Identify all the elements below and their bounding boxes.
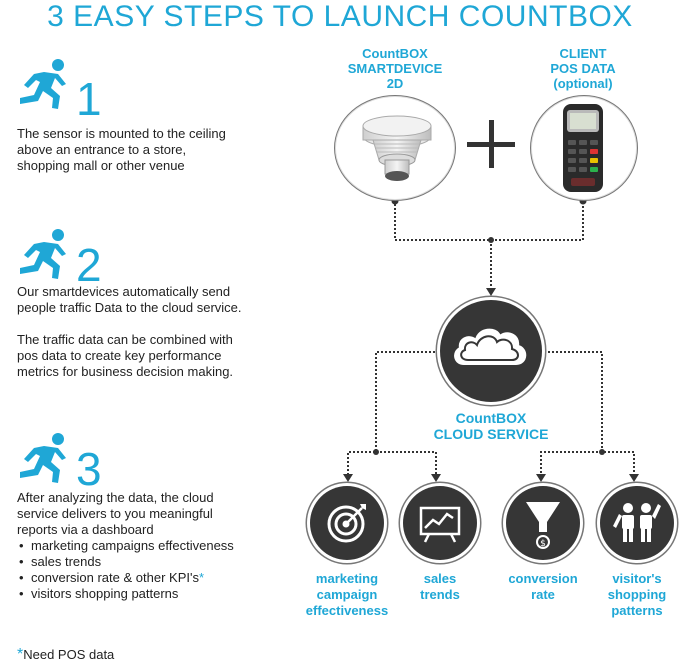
kpi-label-sales: sales trends	[420, 571, 460, 602]
kpi-label-conversion: conversion rate	[508, 571, 578, 602]
bullet-item: visitors shopping patterns	[17, 586, 287, 602]
smartdevice-circle	[334, 95, 456, 201]
kpi-circle-conversion: $	[506, 486, 580, 560]
runner-icon	[20, 229, 66, 279]
step-3	[14, 432, 74, 489]
step-3-description: After analyzing the data, the cloud serv…	[17, 490, 287, 602]
smartdevice-label: CountBOX SMARTDEVICE 2D	[347, 46, 443, 91]
chart-board-icon	[419, 506, 461, 543]
footnote: *Need POS data	[17, 646, 115, 663]
runner-icon	[20, 433, 66, 483]
bullet-item: conversion rate & other KPI's*	[17, 570, 287, 586]
kpi-bullet-list: marketing campaigns effectiveness sales …	[17, 538, 287, 602]
kpi-circle-sales	[403, 486, 477, 560]
step-1	[14, 58, 74, 115]
kpi-circle-marketing	[310, 486, 384, 560]
bullet-item: marketing campaigns effectiveness	[17, 538, 287, 554]
target-icon	[327, 504, 366, 543]
runner-icon	[20, 59, 66, 109]
cloud-service-circle	[440, 300, 542, 402]
footnote-star: *	[17, 646, 24, 663]
pos-data-label: CLIENT POS DATA (optional)	[550, 46, 616, 91]
bullet-item: sales trends	[17, 554, 287, 570]
funnel-icon: $	[526, 502, 560, 549]
plus-icon	[463, 116, 519, 172]
step-number-1: 1	[76, 73, 102, 125]
pos-terminal-icon	[563, 104, 603, 192]
step-1-description: The sensor is mounted to the ceiling abo…	[17, 126, 226, 173]
people-icon	[613, 503, 661, 542]
page-title: 3 EASY STEPS TO LAUNCH COUNTBOX	[47, 0, 633, 33]
step-number-2: 2	[76, 239, 102, 291]
svg-text:$: $	[540, 539, 546, 549]
cloud-service-label: CountBOX CLOUD SERVICE	[433, 410, 549, 442]
sensor-device-icon	[362, 115, 432, 181]
cloud-icon	[454, 328, 527, 365]
step-2	[14, 228, 74, 285]
kpi-circle-visitors	[600, 486, 674, 560]
footnote-star: *	[198, 570, 205, 585]
step-number-3: 3	[76, 443, 102, 495]
kpi-label-visitors: visitor's shopping patterns	[607, 571, 667, 618]
kpi-label-marketing: marketing campaign effectiveness	[305, 571, 389, 618]
step-2-description: Our smartdevices automatically send peop…	[17, 284, 242, 379]
pos-data-circle	[530, 95, 638, 201]
